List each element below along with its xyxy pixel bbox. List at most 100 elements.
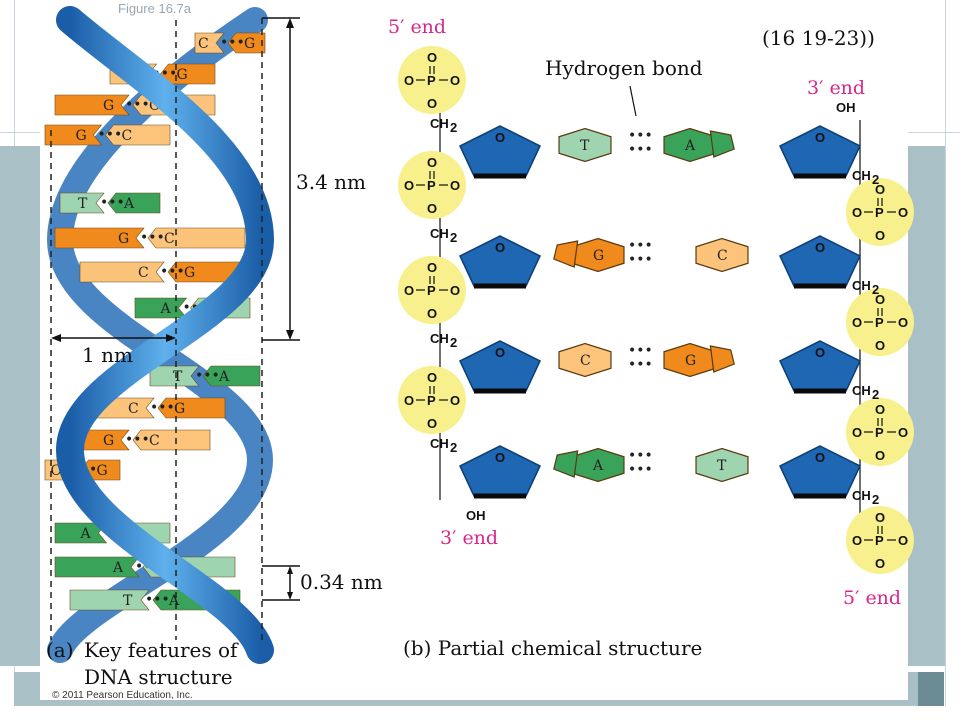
- oxygen-atom: O: [852, 425, 862, 440]
- right-accent-bar: [905, 146, 945, 666]
- rung-hbond-dots: •••: [125, 432, 150, 448]
- left-nitrogenous-base: T: [558, 127, 612, 163]
- rung-right-base: [227, 32, 266, 54]
- rung-right-letter: G: [244, 36, 255, 52]
- left-deoxyribose-sugar: O: [459, 445, 541, 499]
- rung-left-letter: T: [173, 369, 183, 385]
- oxygen-atom: O: [450, 73, 460, 88]
- rung-right-letter: C: [149, 98, 160, 114]
- phosphorus-atom: P: [427, 73, 436, 88]
- oxygen-atom: O: [875, 338, 885, 353]
- oxygen-atom: O: [875, 182, 885, 197]
- hydrogen-bond-dots: •••: [628, 357, 653, 373]
- caption-a-letter: (a): [46, 638, 74, 662]
- phosphorus-atom: P: [427, 178, 436, 193]
- phosphorus-atom: P: [875, 425, 884, 440]
- rung-left-letter: A: [160, 301, 172, 317]
- oxygen-atom: O: [898, 533, 908, 548]
- rung-left-letter: G: [118, 231, 129, 247]
- rung-left-letter: T: [78, 196, 88, 212]
- svg-text:CH: CH: [430, 116, 449, 131]
- ring-oxygen: O: [815, 450, 825, 465]
- oxygen-atom: O: [427, 306, 437, 321]
- rung-right-letter: G: [177, 67, 188, 83]
- rung-left-letter: C: [198, 36, 209, 52]
- rung-left-letter: C: [51, 463, 62, 479]
- base-letter: A: [592, 458, 604, 474]
- svg-text:2: 2: [450, 335, 457, 350]
- bottom-left-hydroxyl: OH: [466, 508, 486, 523]
- oxygen-atom: O: [852, 533, 862, 548]
- oxygen-atom: O: [898, 315, 908, 330]
- svg-text:2: 2: [872, 387, 879, 402]
- rung-right-base: [157, 397, 226, 419]
- rung-left-letter: C: [138, 265, 149, 281]
- oxygen-atom: O: [875, 556, 885, 571]
- rung-hbond-dots: •••: [220, 35, 245, 51]
- rung-left-base: [59, 192, 105, 214]
- hydrogen-bond-dots: •••: [628, 128, 653, 144]
- phosphorus-atom: P: [875, 315, 884, 330]
- hydrogen-bond-dots: •••: [628, 142, 653, 158]
- svg-text:CH: CH: [852, 383, 871, 398]
- rung-hbond-dots: •••: [150, 400, 175, 416]
- hydrogen-bond-dots: •••: [628, 252, 653, 268]
- left-deoxyribose-sugar: O: [459, 125, 541, 179]
- svg-text:2: 2: [450, 120, 457, 135]
- svg-text:CH: CH: [852, 168, 871, 183]
- rung-right-base: [202, 365, 261, 387]
- caption-b: (b) Partial chemical structure: [403, 636, 703, 660]
- caption-a-line2: DNA structure: [84, 665, 233, 689]
- oxygen-atom: O: [427, 370, 437, 385]
- svg-text:2: 2: [872, 492, 879, 507]
- svg-text:2: 2: [872, 172, 879, 187]
- rung-right-letter: A: [123, 196, 135, 212]
- rung-left-letter: G: [103, 98, 114, 114]
- rung-hbond-dots: •••: [195, 368, 220, 384]
- base-letter: G: [685, 353, 696, 369]
- hydrogen-bond-pointer: [629, 85, 637, 117]
- pitch-label: 3.4 nm: [296, 170, 367, 194]
- rung-left-base: [79, 261, 165, 283]
- rung-right-letter: A: [168, 593, 180, 609]
- rung-right-letter: C: [149, 433, 160, 449]
- oxygen-atom: O: [852, 205, 862, 220]
- caption-a-line1: Key features of: [84, 638, 238, 662]
- copyright-notice: © 2011 Pearson Education, Inc.: [52, 690, 193, 701]
- svg-text:CH: CH: [430, 226, 449, 241]
- oxygen-atom: O: [404, 283, 414, 298]
- hydrogen-bond-label: Hydrogen bond: [545, 56, 703, 80]
- top-left-5-prime-end: 5′ end: [388, 16, 447, 38]
- base-pair-rung: ••• C G: [194, 32, 266, 54]
- base-letter: G: [593, 248, 604, 264]
- rung-hbond-dots: •••: [125, 97, 150, 113]
- ring-oxygen: O: [495, 130, 505, 145]
- rung-right-letter: C: [122, 128, 133, 144]
- rung-right-letter: C: [164, 231, 175, 247]
- rung-left-base: [54, 227, 145, 249]
- rise-dimension-bracket: [262, 565, 300, 601]
- rung-right-base: [160, 63, 216, 85]
- left-nitrogenous-base: C: [558, 342, 612, 378]
- right-nitrogenous-base: A: [663, 127, 735, 163]
- left-nitrogenous-base: A: [553, 447, 625, 483]
- right-deoxyribose-sugar: O: [779, 125, 861, 179]
- rise-label: 0.34 nm: [300, 570, 383, 594]
- right-nitrogenous-base: G: [663, 342, 735, 378]
- figure-label: Figure 16.7a: [118, 1, 191, 16]
- left-deoxyribose-sugar: O: [459, 235, 541, 289]
